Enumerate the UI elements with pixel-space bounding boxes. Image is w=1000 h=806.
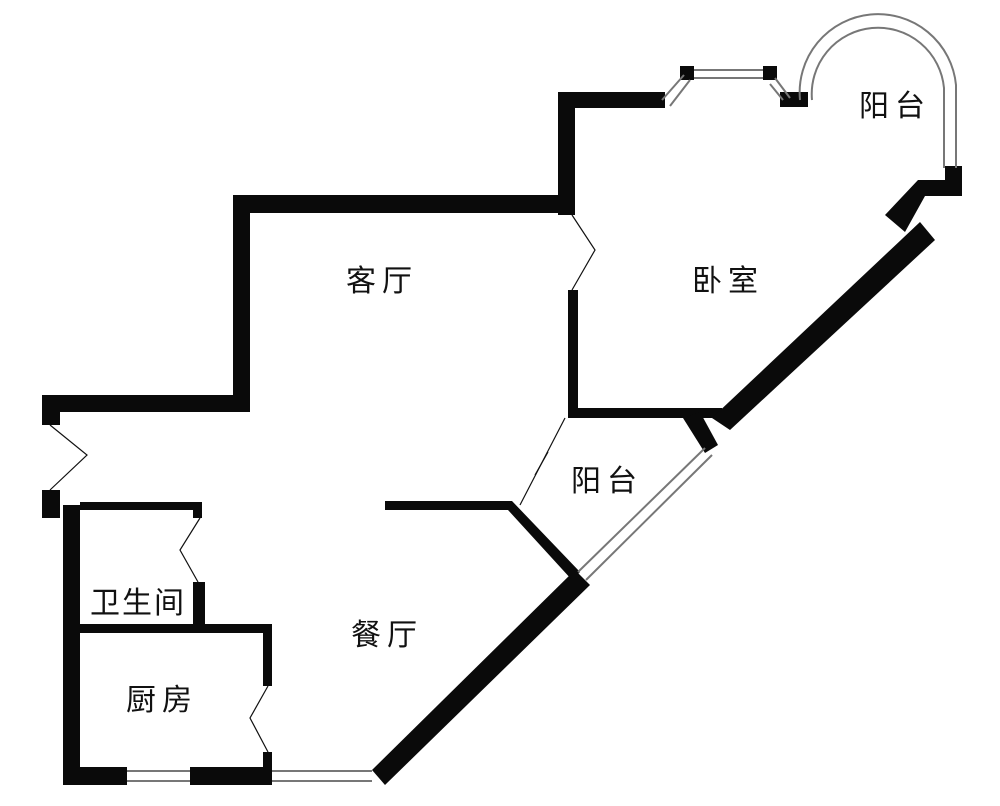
wall — [193, 502, 202, 518]
wall — [80, 502, 202, 510]
entrance-door[interactable] — [49, 424, 88, 491]
wall — [193, 582, 205, 630]
wall — [42, 395, 250, 412]
wall — [763, 66, 777, 80]
window — [669, 79, 691, 107]
walls — [42, 66, 962, 785]
wall — [945, 166, 962, 196]
balcony-door-leaf — [534, 451, 549, 476]
wall — [570, 408, 722, 418]
window — [769, 83, 784, 101]
wall — [233, 195, 250, 412]
wall — [885, 180, 962, 232]
windows — [127, 13, 957, 782]
doors — [49, 214, 596, 753]
wall — [558, 92, 665, 108]
wall — [233, 195, 575, 213]
room-label-balcony-top: 阳台 — [859, 89, 931, 124]
wall — [42, 490, 60, 518]
wall — [780, 92, 808, 107]
window — [774, 77, 791, 99]
wall — [263, 624, 272, 686]
wall — [63, 767, 127, 785]
room-label-dining-room: 餐厅 — [351, 618, 423, 653]
window — [585, 454, 713, 581]
room-label-kitchen: 厨房 — [126, 683, 198, 718]
wall — [263, 752, 272, 785]
room-label-bedroom: 卧室 — [692, 264, 764, 299]
wall — [63, 505, 80, 785]
room-label-bathroom: 卫生间 — [90, 586, 186, 621]
wall — [568, 290, 578, 418]
arc-window — [810, 26, 945, 168]
wall — [683, 412, 718, 453]
bathroom-door[interactable] — [179, 517, 201, 583]
room-label-living-room: 客厅 — [346, 264, 418, 299]
wall — [385, 501, 580, 580]
wall — [42, 395, 60, 425]
window — [661, 74, 685, 101]
wall — [80, 624, 272, 633]
bedroom-door[interactable] — [571, 214, 596, 291]
wall — [558, 92, 575, 215]
kitchen-door[interactable] — [249, 685, 269, 753]
wall — [372, 570, 590, 785]
room-label-balcony-middle: 阳台 — [571, 464, 643, 499]
arc-window — [798, 13, 957, 168]
wall — [190, 767, 272, 785]
window — [577, 447, 706, 573]
wall — [712, 222, 935, 430]
